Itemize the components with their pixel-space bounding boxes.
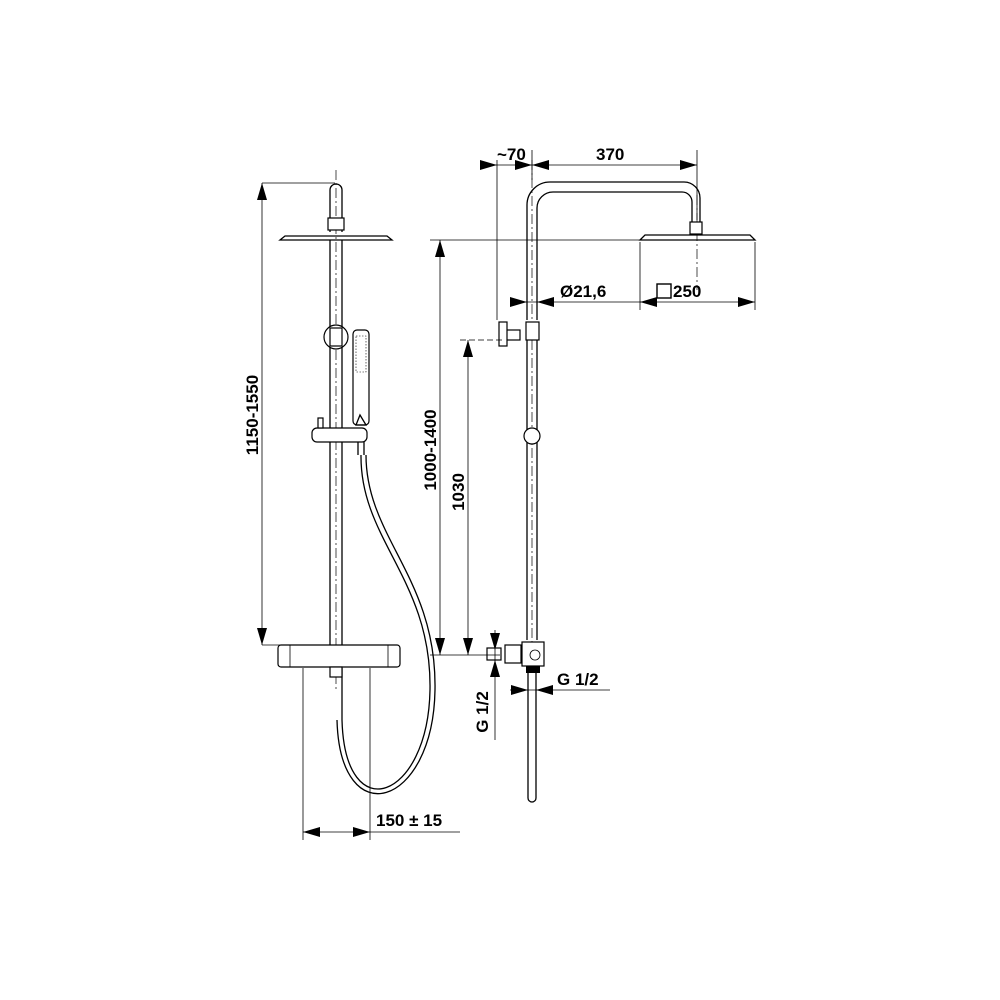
hose xyxy=(341,454,431,790)
hand-shower xyxy=(352,329,370,426)
inlet-thread-vertical-label: G 1/2 xyxy=(473,691,492,733)
connection-spacing-label: 150 ± 15 xyxy=(376,811,442,830)
side-view: ~70 370 Ø21,6 250 1000-1400 1030 G 1/2 G… xyxy=(421,145,757,803)
head-height-range-label: 1000-1400 xyxy=(421,409,440,490)
front-view: 1150-1550 150 ± 15 xyxy=(243,170,460,840)
pole-top xyxy=(329,183,343,232)
slide-holder xyxy=(311,427,368,443)
wall-offset-label: ~70 xyxy=(497,145,526,164)
square-symbol xyxy=(656,283,672,299)
mixer-side xyxy=(521,641,545,667)
bracket-height-label: 1030 xyxy=(449,473,468,511)
side-riser xyxy=(526,340,538,640)
arm-length-label: 370 xyxy=(596,145,624,164)
overhead-shower-head xyxy=(278,235,394,241)
wall-bracket-clamp xyxy=(525,321,540,341)
side-shower-head xyxy=(638,234,757,241)
head-size-label: 250 xyxy=(673,282,701,301)
inlet-thread-horizontal-label: G 1/2 xyxy=(557,670,599,689)
height-range-label: 1150-1550 xyxy=(243,375,262,455)
thermostat-mixer xyxy=(277,644,401,668)
inlet-pipe xyxy=(527,673,537,803)
pipe-diameter-label: Ø21,6 xyxy=(560,282,606,301)
arched-arm xyxy=(526,181,701,320)
